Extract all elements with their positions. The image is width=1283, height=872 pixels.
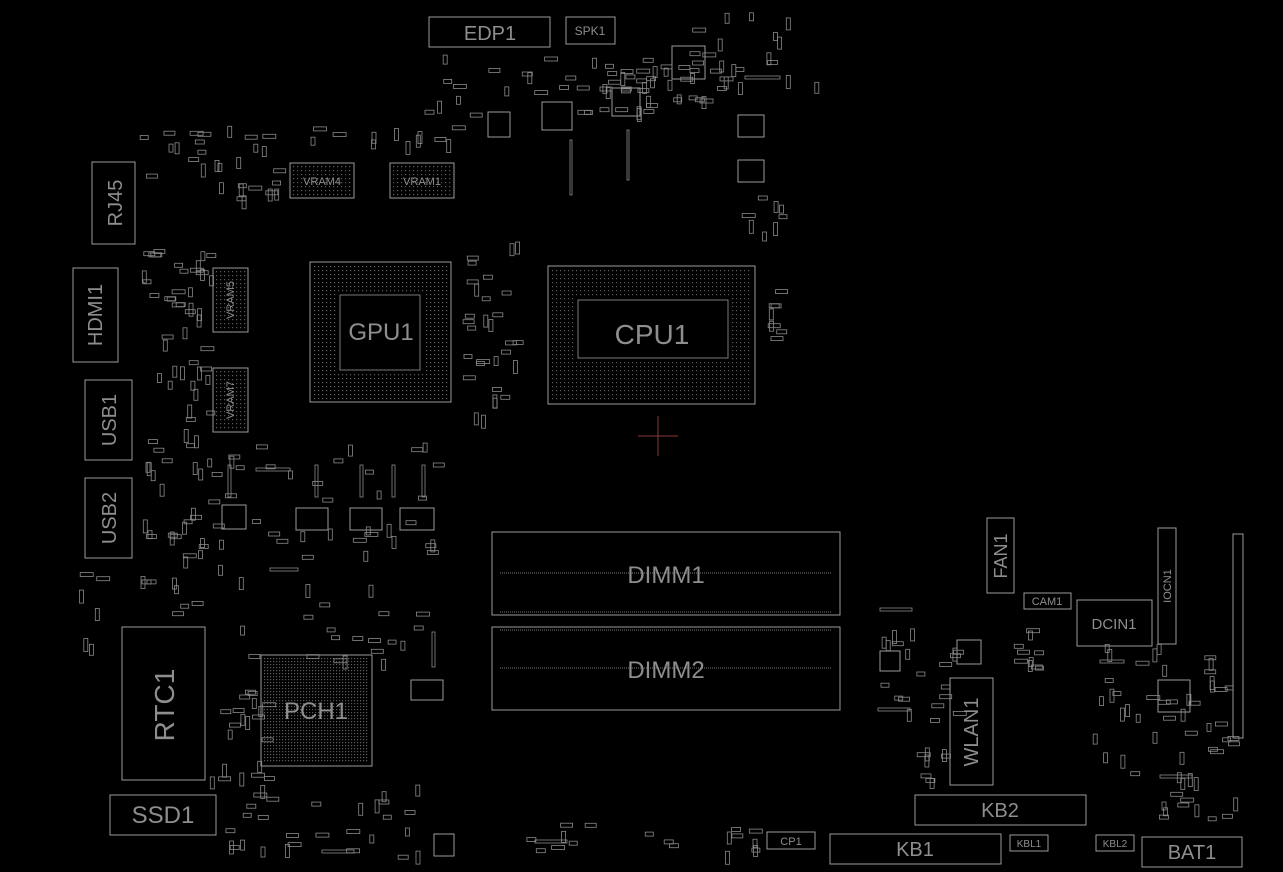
spk1-label: SPK1: [575, 24, 606, 38]
cpu1-ball-grid: [552, 270, 750, 400]
vram1-pin-field: [393, 166, 451, 196]
gpu1-label: GPU1: [348, 319, 413, 346]
crosshair-cursor-icon: [638, 416, 678, 456]
component-vram1[interactable]: VRAM1: [389, 162, 455, 199]
component-usb1[interactable]: USB1: [84, 379, 133, 461]
usb1-label: USB1: [99, 394, 121, 446]
dimm1-label: DIMM1: [627, 562, 704, 589]
kb1-label: KB1: [896, 839, 934, 861]
rtc1-label: RTC1: [149, 669, 180, 742]
component-dimm2[interactable]: DIMM2: [491, 626, 841, 711]
kb2-label: KB2: [981, 800, 1019, 822]
cam1-label: CAM1: [1032, 596, 1063, 608]
vram7-label: VRAM7: [225, 381, 237, 419]
small-ic-packages: [221, 45, 1191, 857]
cpu1-label: CPU1: [615, 319, 690, 350]
component-cp1[interactable]: CP1: [766, 831, 816, 850]
vram5-pin-field: [216, 271, 246, 329]
dcin1-label: DCIN1: [1091, 616, 1136, 633]
component-vram7[interactable]: VRAM7: [212, 367, 249, 433]
component-rj45[interactable]: RJ45: [91, 161, 136, 245]
usb2-label: USB2: [99, 492, 121, 544]
hdmi1-label: HDMI1: [85, 284, 107, 346]
vram5-label: VRAM5: [225, 281, 237, 319]
bat1-label: BAT1: [1168, 842, 1217, 864]
rj45-label: RJ45: [105, 180, 127, 227]
vram7-pin-field: [216, 371, 246, 429]
kbl2-label: KBL2: [1103, 839, 1128, 850]
edge-connector-strip[interactable]: [1232, 533, 1244, 739]
component-kbl1[interactable]: KBL1: [1009, 834, 1049, 852]
component-spk1[interactable]: SPK1: [565, 16, 616, 45]
component-kb2[interactable]: KB2: [914, 794, 1087, 826]
cp1-label: CP1: [780, 836, 801, 848]
component-bat1[interactable]: BAT1: [1141, 836, 1243, 868]
kbl1-label: KBL1: [1017, 839, 1042, 850]
component-edp1[interactable]: EDP1: [428, 16, 551, 48]
component-dcin1[interactable]: DCIN1: [1076, 599, 1153, 647]
edp1-label: EDP1: [464, 23, 516, 45]
component-cpu1[interactable]: CPU1: [547, 265, 756, 405]
dimm2-label: DIMM2: [627, 657, 704, 684]
component-dimm1[interactable]: DIMM1: [491, 531, 841, 616]
pch1-label: PCH1: [284, 698, 348, 725]
iocn1-label: IOCN1: [1162, 569, 1174, 603]
vram4-label: VRAM4: [303, 176, 341, 188]
vram4-pin-field: [293, 166, 351, 196]
component-pch1[interactable]: PCH1: [260, 654, 373, 767]
component-cam1[interactable]: CAM1: [1023, 592, 1072, 610]
component-vram4[interactable]: VRAM4: [289, 162, 355, 199]
component-fan1[interactable]: FAN1: [986, 517, 1015, 594]
component-ssd1[interactable]: SSD1: [109, 794, 217, 836]
pch1-ball-grid: [264, 658, 368, 762]
component-hdmi1[interactable]: HDMI1: [72, 267, 119, 363]
gpu1-ball-grid: [314, 266, 448, 400]
component-wlan1[interactable]: WLAN1: [949, 677, 994, 786]
component-kbl2[interactable]: KBL2: [1095, 834, 1135, 852]
component-rtc1[interactable]: RTC1: [121, 626, 206, 781]
component-gpu1[interactable]: GPU1: [309, 261, 452, 403]
component-usb2[interactable]: USB2: [84, 477, 133, 559]
component-kb1[interactable]: KB1: [829, 833, 1002, 865]
wlan1-label: WLAN1: [961, 698, 983, 767]
passive-components: [79, 12, 1240, 865]
fan1-label: FAN1: [991, 533, 1011, 578]
component-iocn1[interactable]: IOCN1: [1157, 527, 1177, 645]
ssd1-label: SSD1: [132, 802, 195, 829]
vram1-label: VRAM1: [403, 176, 441, 188]
component-vram5[interactable]: VRAM5: [212, 267, 249, 333]
